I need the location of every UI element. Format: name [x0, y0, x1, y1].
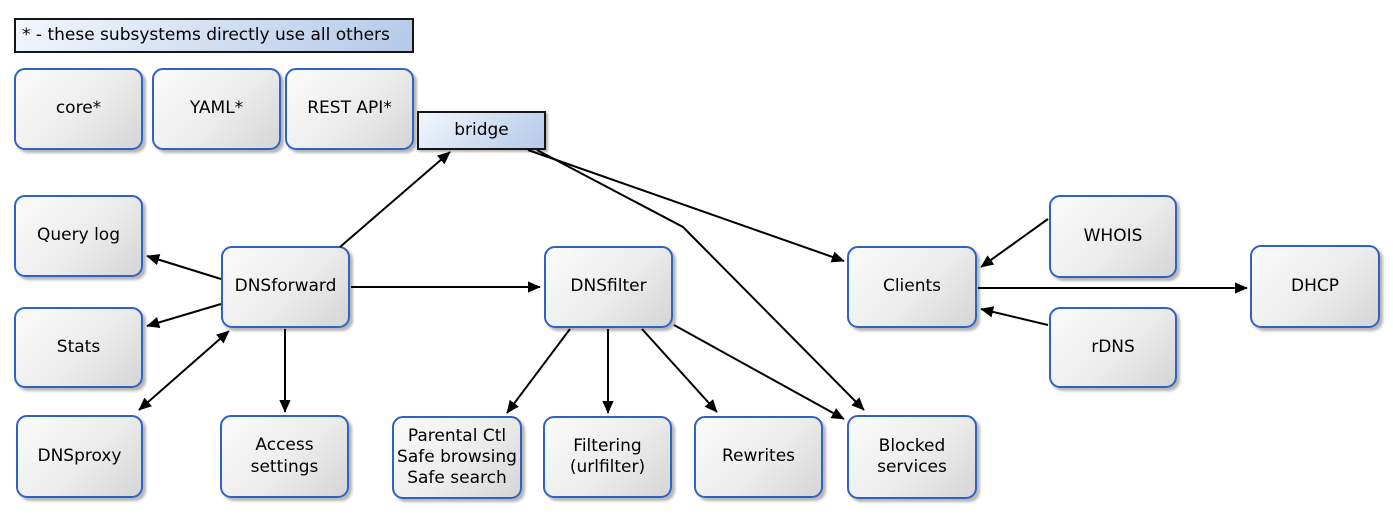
node-dnsfilter: DNSfilter: [544, 246, 673, 328]
node-parental: Parental Ctl Safe browsing Safe search: [392, 416, 522, 499]
edge-dnsfilter-blocked-services: [673, 324, 845, 420]
node-rest-api: REST API*: [285, 68, 414, 150]
edge-dnsfilter-rewrites: [641, 328, 718, 413]
node-dnsproxy-label: DNSproxy: [37, 445, 122, 466]
node-whois-label: WHOIS: [1083, 225, 1143, 246]
legend-label: * - these subsystems directly use all ot…: [22, 24, 390, 45]
edge-dnsforward-stats: [146, 303, 222, 329]
node-rewrites-label: Rewrites: [721, 446, 796, 467]
edge-dnsforward-dnsproxy: [138, 330, 230, 411]
node-whois: WHOIS: [1049, 195, 1177, 278]
node-filtering: Filtering (urlfilter): [543, 416, 672, 498]
node-clients-label: Clients: [882, 276, 942, 297]
node-dnsforward-label: DNSforward: [234, 276, 337, 297]
node-core: core*: [14, 68, 143, 150]
node-dnsforward: DNSforward: [221, 246, 350, 328]
node-bridge: bridge: [417, 111, 546, 150]
node-core-label: core*: [55, 98, 102, 119]
node-access-settings: Access settings: [220, 415, 349, 498]
node-access-settings-label: Access settings: [250, 435, 319, 477]
node-query-log-label: Query log: [37, 225, 120, 246]
edge-bridge-clients: [527, 149, 845, 263]
node-dhcp: DHCP: [1250, 245, 1380, 328]
node-rdns-label: rDNS: [1091, 336, 1135, 357]
edge-rdns-clients: [980, 306, 1049, 326]
node-blocked-services-label: Blocked services: [877, 435, 947, 477]
node-stats: Stats: [14, 307, 143, 388]
edge-dnsforward-bridge: [339, 151, 451, 248]
node-stats-label: Stats: [56, 336, 101, 357]
node-dnsproxy: DNSproxy: [16, 415, 143, 498]
edge-whois-clients: [980, 218, 1049, 268]
node-yaml: YAML*: [152, 68, 281, 150]
edge-dnsfilter-parental: [506, 328, 571, 414]
node-yaml-label: YAML*: [189, 98, 244, 119]
node-parental-label: Parental Ctl Safe browsing Safe search: [397, 425, 517, 489]
node-dhcp-label: DHCP: [1291, 275, 1339, 296]
node-rewrites: Rewrites: [694, 416, 823, 498]
node-dnsfilter-label: DNSfilter: [570, 276, 647, 297]
edge-dnsforward-query-log: [146, 254, 222, 280]
legend-box: * - these subsystems directly use all ot…: [14, 18, 414, 53]
node-rest-api-label: REST API*: [307, 98, 392, 119]
node-rdns: rDNS: [1049, 307, 1177, 388]
node-filtering-label: Filtering (urlfilter): [569, 435, 646, 477]
node-bridge-label: bridge: [454, 119, 509, 140]
node-blocked-services: Blocked services: [847, 415, 977, 499]
node-query-log: Query log: [14, 195, 143, 277]
node-clients: Clients: [847, 246, 977, 328]
